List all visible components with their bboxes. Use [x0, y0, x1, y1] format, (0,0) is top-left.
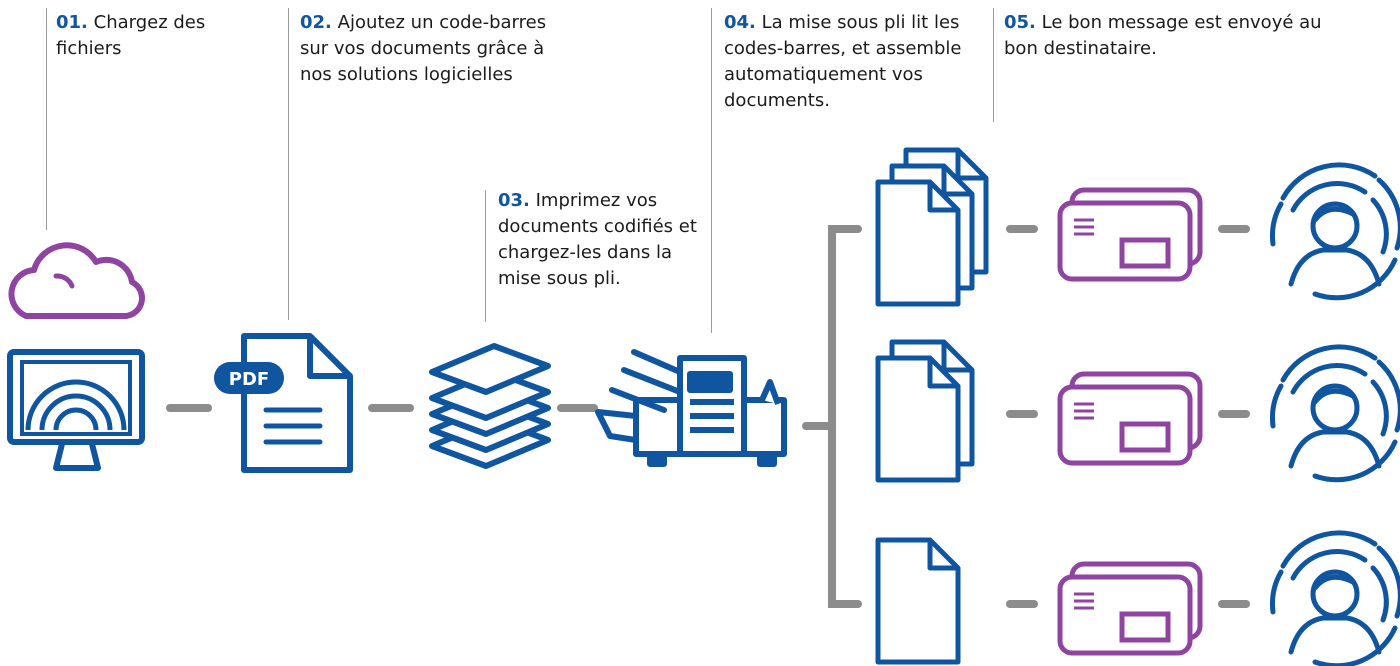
step-2-description: Ajoutez un code-barres sur vos documents… — [300, 12, 547, 85]
step-4-number: 04. — [724, 12, 756, 33]
cloud-icon — [8, 242, 145, 319]
inserter-machine-icon — [595, 349, 787, 467]
step-3-text: 03. Imprimez vos documents codifiés et c… — [498, 188, 708, 292]
step-4-guide-line — [711, 8, 712, 333]
step-2-number: 02. — [300, 12, 332, 33]
step-4-text: 04. La mise sous pli lit les codes-barre… — [724, 10, 974, 114]
person-icon-3 — [1272, 533, 1400, 666]
step-2-text: 02. Ajoutez un code-barres sur vos docum… — [300, 10, 560, 88]
step-1-number: 01. — [56, 12, 88, 33]
step-5-text: 05. Le bon message est envoyé au bon des… — [1004, 10, 1334, 62]
step-3-number: 03. — [498, 190, 530, 211]
person-icon-2 — [1272, 347, 1400, 480]
step-3-description: Imprimez vos documents codifiés et charg… — [498, 190, 697, 289]
step-4-description: La mise sous pli lit les codes-barres, e… — [724, 12, 962, 111]
envelope-icon-1 — [1060, 190, 1200, 279]
step-3-guide-line — [485, 190, 486, 322]
step-1-description: Chargez des fichiers — [56, 12, 206, 59]
person-icon-1 — [1272, 165, 1400, 298]
connectors — [166, 225, 1250, 608]
document-single-icon — [878, 540, 958, 662]
step-1-guide-line — [46, 8, 47, 230]
paper-stack-icon — [429, 343, 551, 469]
step-1-text: 01. Chargez des fichiers — [56, 10, 206, 62]
document-stack-icon-3 — [878, 150, 986, 304]
pdf-document-icon: PDF — [214, 333, 353, 473]
step-5-number: 05. — [1004, 12, 1036, 33]
document-stack-icon-2 — [878, 342, 972, 480]
monitor-icon — [7, 349, 145, 471]
step-5-guide-line — [993, 8, 994, 122]
step-2-guide-line — [288, 8, 289, 320]
step-5-description: Le bon message est envoyé au bon destina… — [1004, 12, 1322, 59]
envelope-icon-3 — [1060, 564, 1200, 653]
envelope-icon-2 — [1060, 374, 1200, 463]
pdf-badge-label: PDF — [229, 369, 269, 390]
